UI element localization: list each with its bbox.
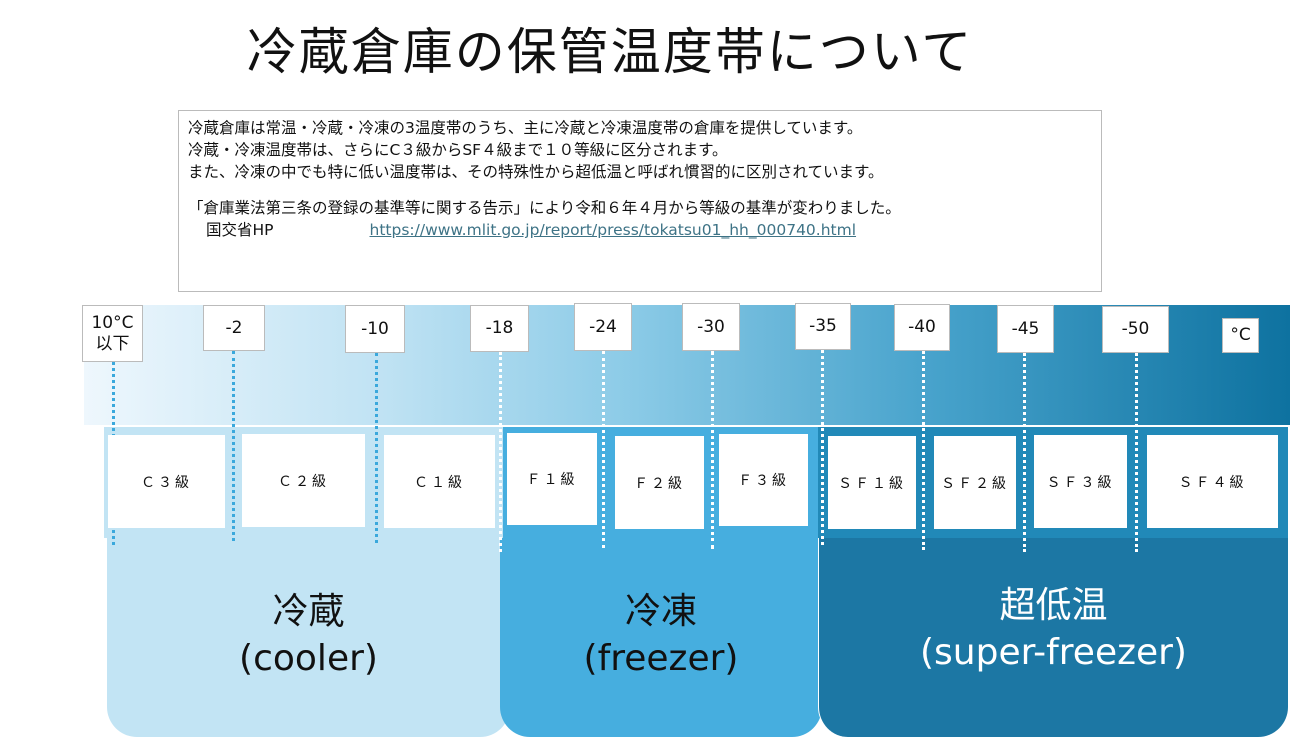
grade-f1: Ｆ１級 xyxy=(507,433,597,525)
unit-label: °C xyxy=(1222,318,1259,353)
notice-text: 「倉庫業法第三条の登録の基準等に関する告示」により令和６年４月から等級の基準が変… xyxy=(188,199,901,217)
threshold-line xyxy=(1135,353,1138,552)
threshold-line xyxy=(602,351,605,548)
temp-label-minus35: -35 xyxy=(795,303,851,350)
grade-c3: Ｃ３級 xyxy=(108,435,225,528)
temp-label-minus40: -40 xyxy=(894,304,950,351)
threshold-line xyxy=(1023,353,1026,552)
grade-sf3: ＳＦ３級 xyxy=(1034,435,1127,528)
grade-sf4: ＳＦ４級 xyxy=(1147,435,1278,528)
temp-label-10: 10°C 以下 xyxy=(82,305,143,362)
zone-english: (super-freezer) xyxy=(920,632,1187,673)
threshold-line xyxy=(922,351,925,550)
temp-label-minus10: -10 xyxy=(345,305,405,353)
grade-f3: Ｆ３級 xyxy=(719,434,808,526)
description-line: 冷蔵・冷凍温度帯は、さらにC３級からSF４級まで１０等級に区分されます。 xyxy=(188,141,728,159)
description-line: また、冷凍の中でも特に低い温度帯は、その特殊性から超低温と呼ばれ慣習的に区別され… xyxy=(188,163,884,181)
grade-c2: Ｃ２級 xyxy=(242,434,365,527)
page-title: 冷蔵倉庫の保管温度帯について xyxy=(246,23,974,81)
temp-label-minus24: -24 xyxy=(574,303,632,351)
threshold-line xyxy=(499,352,502,552)
grade-sf1: ＳＦ１級 xyxy=(828,436,916,529)
zone-english: (cooler) xyxy=(239,638,378,679)
grade-f2: Ｆ２級 xyxy=(615,436,704,529)
zone-english: (freezer) xyxy=(583,638,739,679)
zone-freezer: 冷凍 (freezer) xyxy=(500,538,822,737)
zone-name: 冷凍 xyxy=(624,591,697,632)
threshold-line xyxy=(711,351,714,549)
zone-name: 超低温 xyxy=(999,585,1108,626)
temp-label-minus18: -18 xyxy=(470,305,529,352)
description-box: 冷蔵倉庫は常温・冷蔵・冷凍の3温度帯のうち、主に冷蔵と冷凍温度帯の倉庫を提供して… xyxy=(178,110,1102,292)
threshold-line xyxy=(821,350,824,545)
grade-sf2: ＳＦ２級 xyxy=(934,436,1016,529)
threshold-line xyxy=(375,353,378,543)
zone-super-freezer: 超低温 (super-freezer) xyxy=(818,538,1288,737)
temp-label-minus45: -45 xyxy=(997,305,1054,353)
threshold-line xyxy=(232,351,235,541)
source-label: 国交省HP xyxy=(206,221,274,239)
description-line: 冷蔵倉庫は常温・冷蔵・冷凍の3温度帯のうち、主に冷蔵と冷凍温度帯の倉庫を提供して… xyxy=(188,119,863,137)
temp-label-minus2: -2 xyxy=(203,305,265,351)
temp-label-minus30: -30 xyxy=(682,303,740,351)
zone-name: 冷蔵 xyxy=(272,591,345,632)
temp-label-minus50: -50 xyxy=(1102,306,1169,353)
zone-cooler: 冷蔵 (cooler) xyxy=(107,538,510,737)
mlit-link[interactable]: https://www.mlit.go.jp/report/press/toka… xyxy=(369,221,857,239)
grade-c1: Ｃ１級 xyxy=(384,435,495,528)
